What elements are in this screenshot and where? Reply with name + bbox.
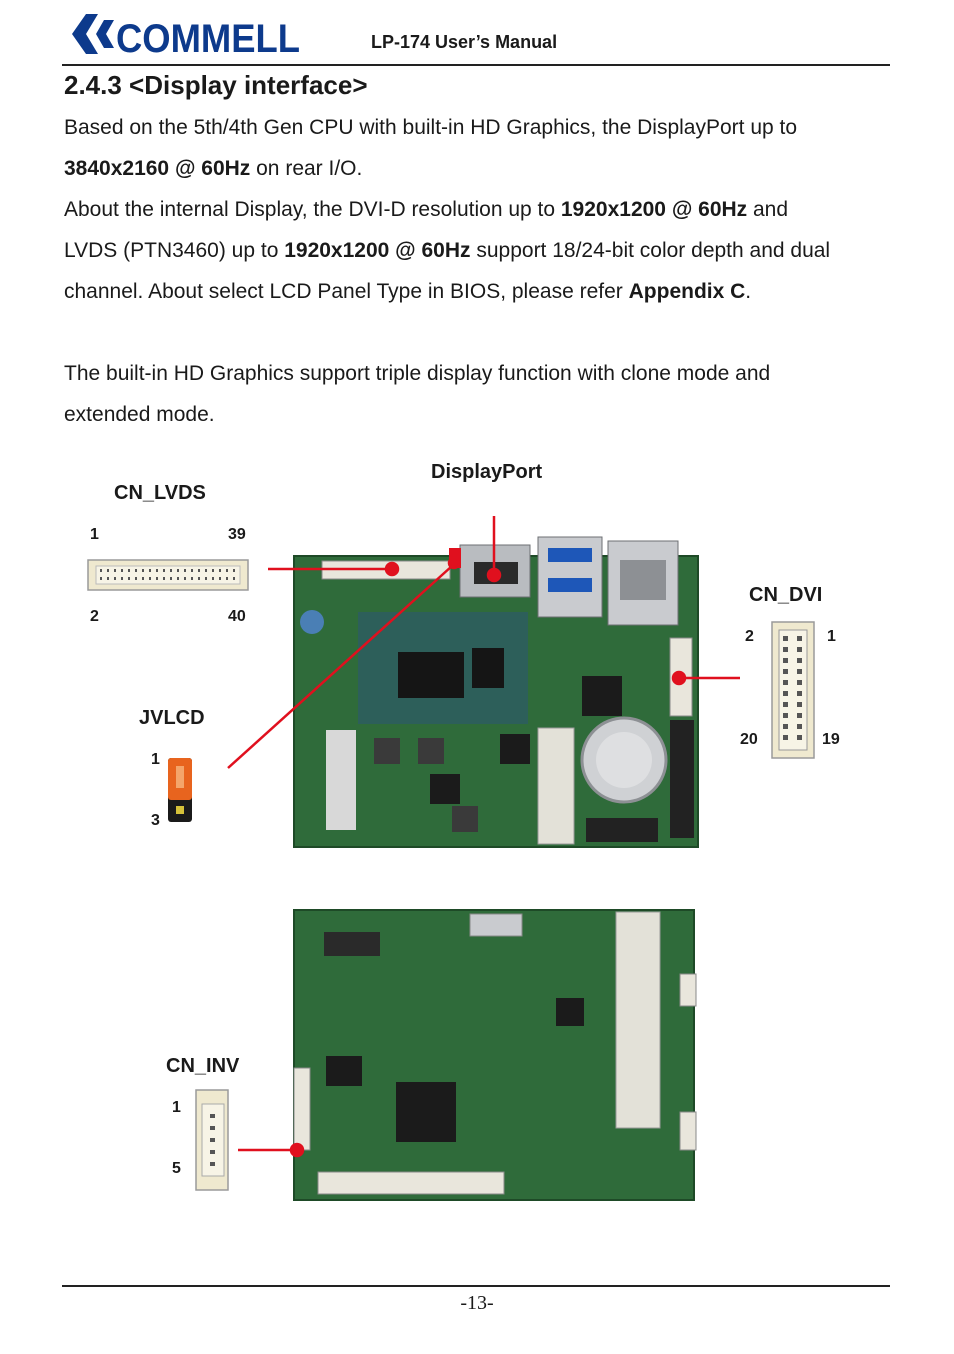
- paragraph-line: Based on the 5th/4th Gen CPU with built-…: [64, 107, 904, 148]
- cn-lvds-pin-39: 39: [228, 526, 246, 543]
- paragraph-line: About the internal Display, the DVI-D re…: [64, 189, 904, 230]
- cn-lvds-pin-1: 1: [90, 526, 99, 543]
- lvds-pointer-dot: [384, 561, 400, 577]
- text-span: on rear I/O.: [250, 157, 363, 180]
- page-number: -13-: [460, 1292, 494, 1314]
- cn-lvds-pin-40: 40: [228, 608, 246, 625]
- board-bottom-photo: [293, 909, 697, 1201]
- text-span: and: [747, 198, 789, 221]
- header-divider: [62, 64, 890, 66]
- cn-dvi-pin-19: 19: [822, 731, 840, 748]
- jvlcd-pointer-line: [227, 565, 453, 769]
- body-text: Based on the 5th/4th Gen CPU with built-…: [64, 107, 904, 435]
- cn-lvds-connector-icon: [87, 559, 249, 591]
- cn-dvi-pin-1: 1: [827, 628, 836, 645]
- text-span: extended mode.: [64, 403, 215, 426]
- text-span: support 18/24-bit color depth and dual: [470, 239, 831, 262]
- jvlcd-label: JVLCD: [139, 707, 205, 729]
- commell-logo-icon: COMMELL: [72, 14, 300, 61]
- paragraph-line: LVDS (PTN3460) up to 1920x1200 @ 60Hz su…: [64, 230, 904, 271]
- bold-span: 3840x2160 @ 60Hz: [64, 157, 251, 180]
- dvi-pointer-dot: [671, 670, 687, 686]
- cn-dvi-connector-icon: [771, 621, 815, 759]
- text-span: The built-in HD Graphics support triple …: [64, 362, 771, 385]
- text-span: Based on the 5th/4th Gen CPU with built-…: [64, 116, 798, 139]
- text-span: About the internal Display, the DVI-D re…: [64, 198, 561, 221]
- bold-span: 1920x1200 @ 60Hz: [560, 198, 748, 221]
- bold-span: Appendix C: [628, 280, 746, 303]
- text-span: channel. About select LCD Panel Type in …: [64, 280, 629, 303]
- bold-span: 1920x1200 @ 60Hz: [284, 239, 471, 262]
- pointer-lines: [227, 516, 740, 1158]
- jvlcd-pointer-dot: [447, 556, 461, 570]
- displayport-label: DisplayPort: [431, 461, 543, 483]
- paragraph-line: extended mode.: [64, 394, 904, 435]
- cn-inv-pin-5: 5: [172, 1160, 181, 1177]
- jvlcd-pin-3: 3: [151, 812, 160, 829]
- board-top-photo: [293, 536, 699, 848]
- paragraph-line: channel. About select LCD Panel Type in …: [64, 271, 904, 312]
- cn-inv-label: CN_INV: [166, 1055, 240, 1077]
- text-span: .: [745, 280, 752, 303]
- jvlcd-jumper-icon: [168, 758, 192, 822]
- cn-dvi-pin-20: 20: [740, 731, 758, 748]
- displayport-pointer-dot: [486, 567, 502, 583]
- text-span: LVDS (PTN3460) up to: [64, 239, 285, 262]
- cn-inv-connector-icon: [195, 1089, 229, 1191]
- company-logo: COMMELL: [68, 6, 304, 62]
- paragraph-line: The built-in HD Graphics support triple …: [64, 353, 904, 394]
- cn-dvi-pin-2: 2: [745, 628, 754, 645]
- inv-pointer-dot: [289, 1142, 305, 1158]
- cn-lvds-label: CN_LVDS: [114, 482, 206, 504]
- manual-title: LP-174 User’s Manual: [371, 32, 558, 52]
- footer-divider: [62, 1285, 890, 1287]
- jvlcd-pin-1: 1: [151, 751, 160, 768]
- paragraph-line: 3840x2160 @ 60Hz on rear I/O.: [64, 148, 904, 189]
- section-title: 2.4.3 <Display interface>: [64, 70, 368, 100]
- logo-text: COMMELL: [116, 17, 300, 61]
- cn-dvi-label: CN_DVI: [749, 584, 823, 606]
- cn-inv-pin-1: 1: [172, 1099, 181, 1116]
- cn-lvds-pin-2: 2: [90, 608, 99, 625]
